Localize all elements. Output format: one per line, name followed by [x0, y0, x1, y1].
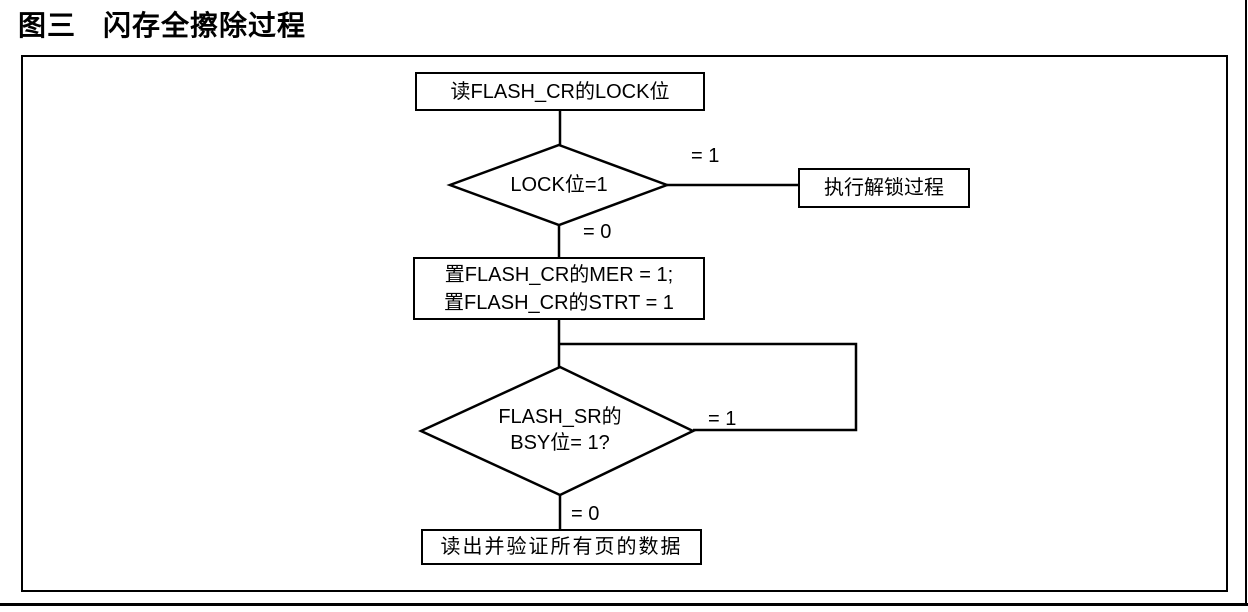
process-verify-pages-label: 读出并验证所有页的数据 [440, 536, 683, 558]
process-unlock-sequence: 执行解锁过程 [798, 168, 970, 208]
branch-label-bsy-eq0-text: = 0 [571, 503, 600, 525]
figure-title-text: 闪存全擦除过程 [103, 10, 307, 41]
branch-label-lock-eq0: = 0 [583, 221, 611, 244]
figure-title: 图三闪存全擦除过程 [18, 4, 306, 44]
branch-label-lock-eq0-text: = 0 [583, 221, 612, 243]
decision-bsy-check-line1: FLASH_SR的 [498, 406, 622, 428]
process-set-mer-line1: 置FLASH_CR的MER = 1; [444, 263, 674, 286]
branch-label-bsy-eq1: = 1 [708, 408, 736, 431]
process-set-mer-strt: 置FLASH_CR的MER = 1; 置FLASH_CR的STRT = 1 [413, 257, 705, 320]
branch-label-bsy-eq1-text: = 1 [708, 408, 737, 430]
page-edge-line [1245, 0, 1247, 604]
footer-divider [0, 603, 1248, 606]
decision-lock-check-text: LOCK位=1 [510, 174, 608, 196]
process-read-lock-bit: 读FLASH_CR的LOCK位 [415, 72, 705, 111]
branch-label-lock-eq1: = 1 [691, 145, 719, 168]
process-unlock-sequence-label: 执行解锁过程 [824, 177, 944, 199]
diagram-frame [21, 55, 1228, 592]
decision-lock-check-label: LOCK位=1 [449, 172, 669, 198]
branch-label-bsy-eq0: = 0 [571, 503, 599, 526]
process-set-strt-line2: 置FLASH_CR的STRT = 1 [444, 291, 674, 314]
process-read-lock-bit-label: 读FLASH_CR的LOCK位 [450, 80, 670, 103]
process-verify-pages: 读出并验证所有页的数据 [421, 529, 702, 565]
branch-label-lock-eq1-text: = 1 [691, 145, 720, 167]
figure-label: 图三 [18, 10, 77, 41]
decision-bsy-check-label: FLASH_SR的 BSY位= 1? [424, 404, 696, 456]
decision-bsy-check-line2: BSY位= 1? [510, 432, 610, 454]
